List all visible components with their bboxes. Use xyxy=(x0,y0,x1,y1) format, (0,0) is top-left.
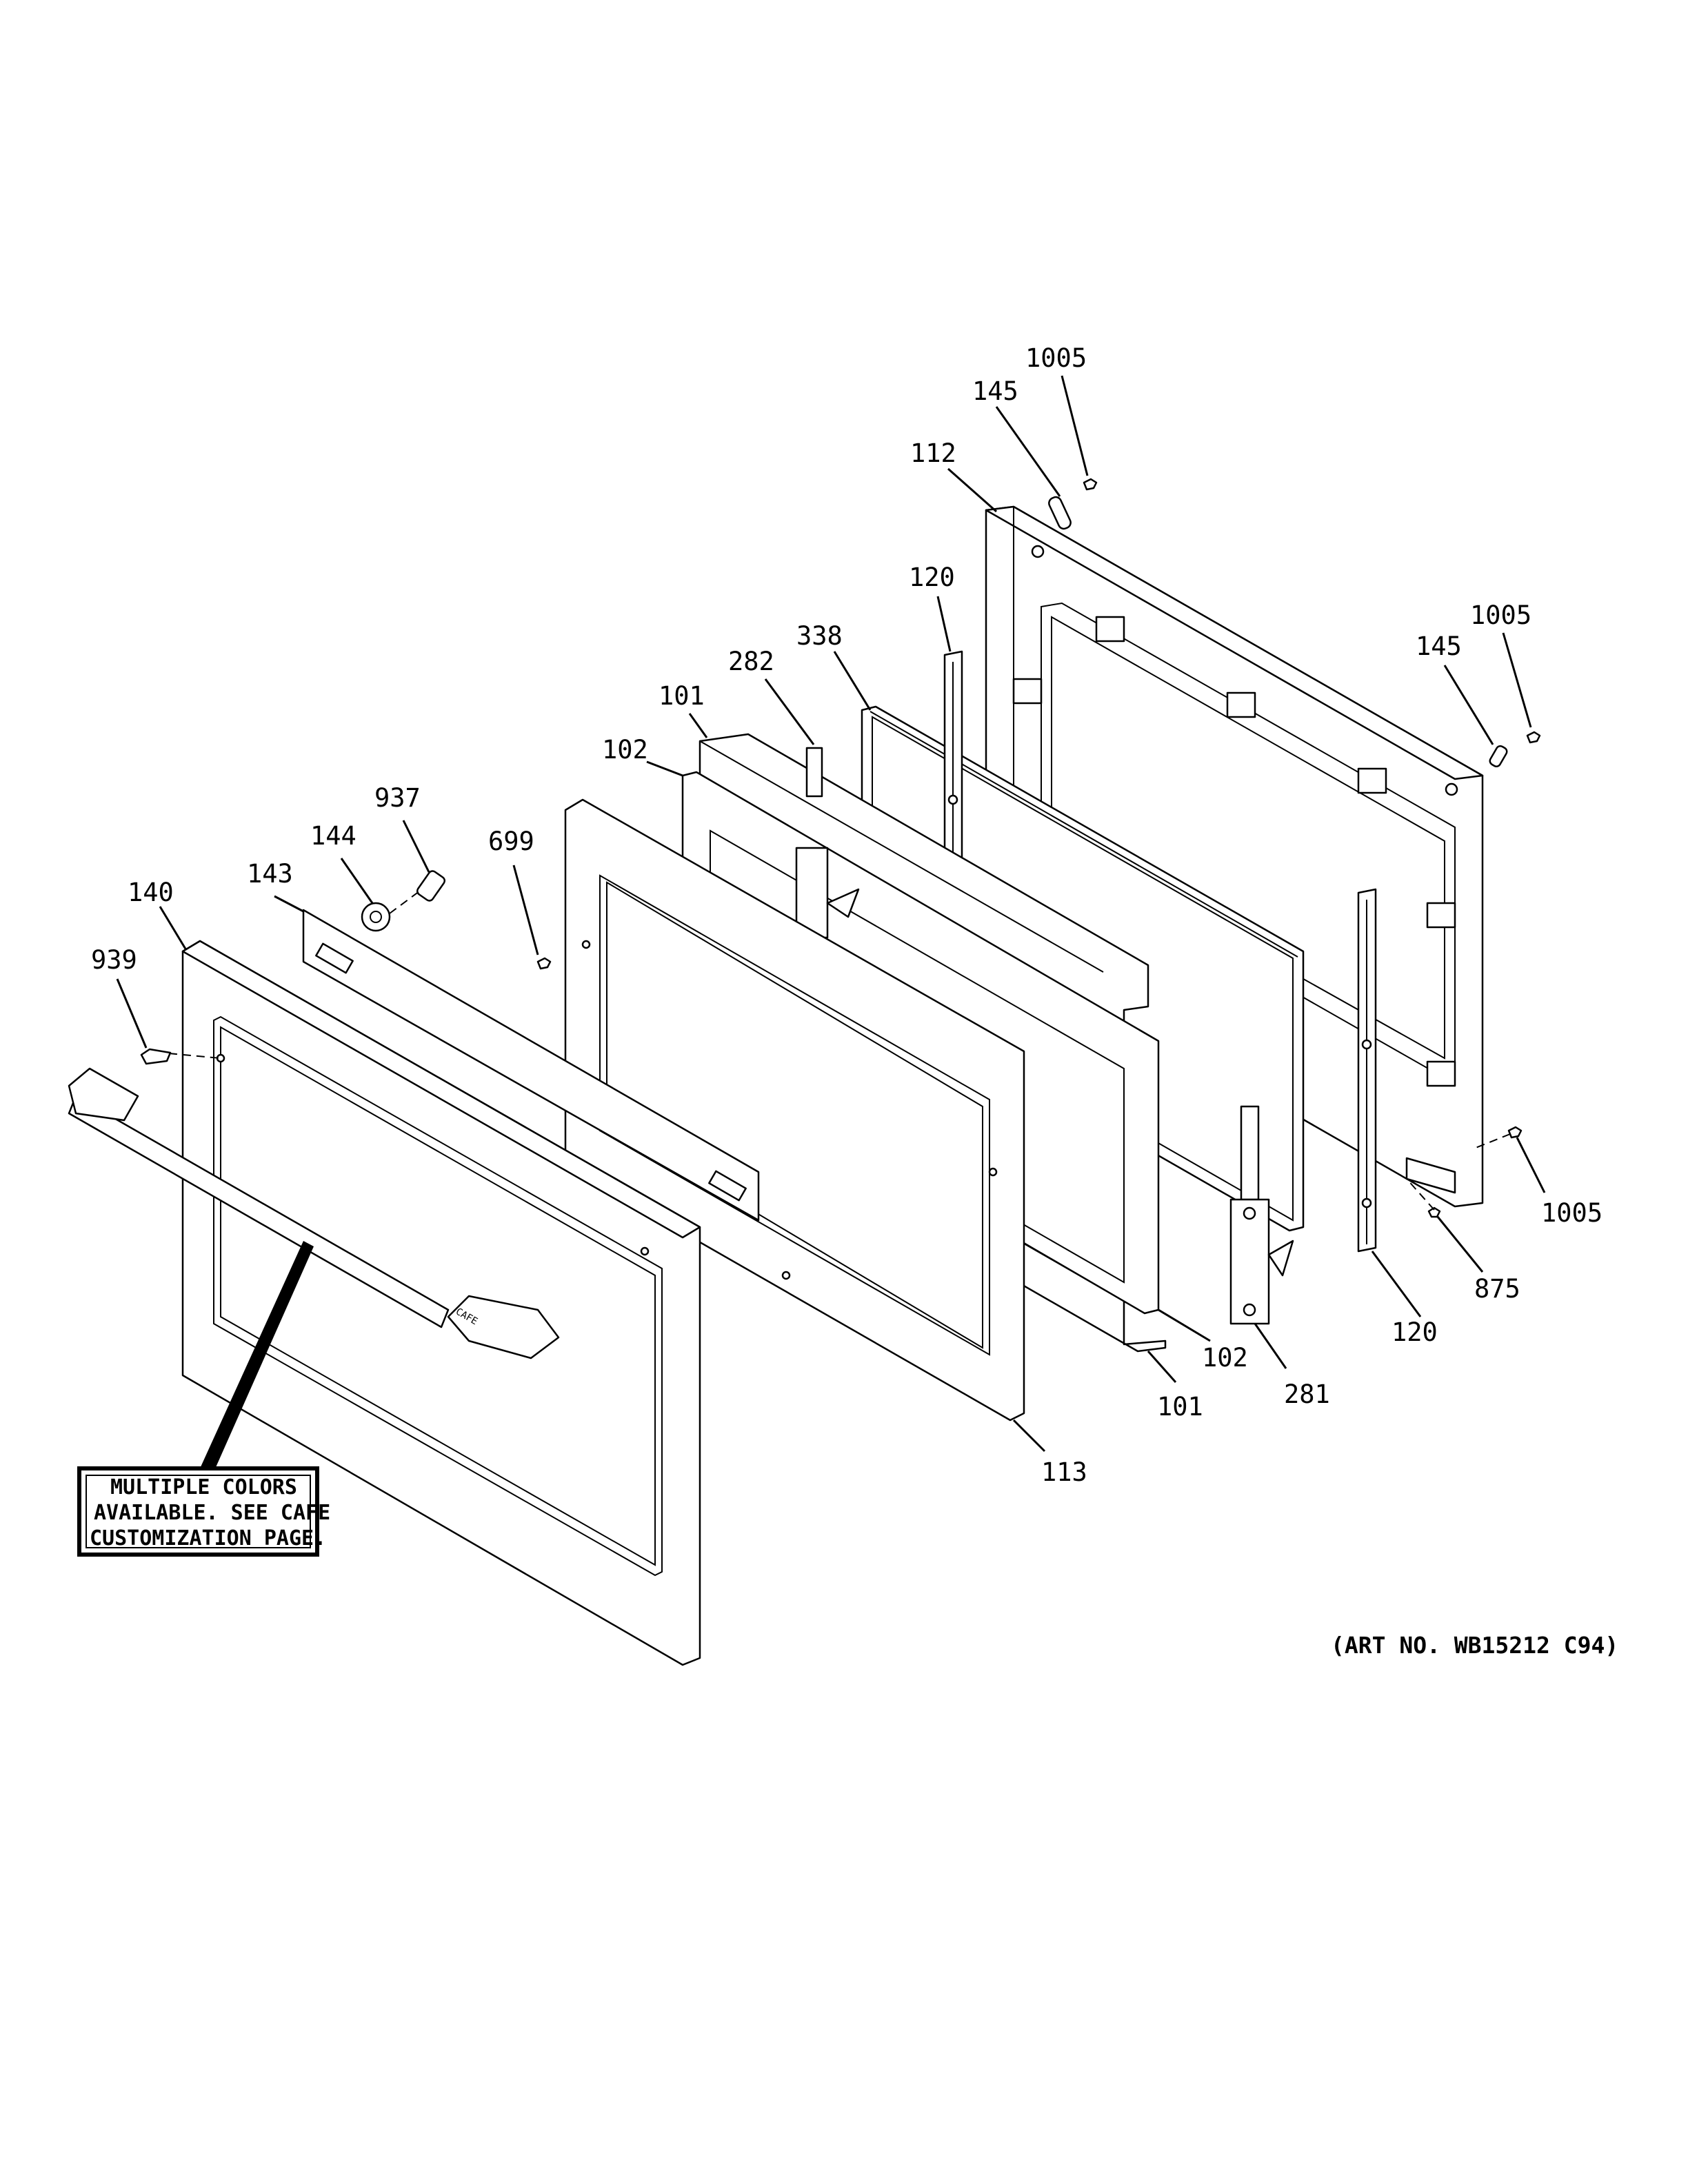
callout-labels: 1005 145 112 120 338 282 101 102 1005 14… xyxy=(91,343,1602,1487)
callout-281: 281 xyxy=(1284,1379,1330,1409)
callout-699: 699 xyxy=(488,827,534,856)
callout-102-bottom: 102 xyxy=(1202,1343,1248,1373)
note-line-1: MULTIPLE COLORS xyxy=(110,1475,297,1499)
callout-143: 143 xyxy=(247,859,293,889)
note-line-3: CUSTOMIZATION PAGE. xyxy=(90,1526,326,1550)
color-options-note: MULTIPLE COLORS AVAILABLE. SEE CAFE CUST… xyxy=(77,1466,330,1557)
part-140-outer-door xyxy=(181,940,701,1666)
callout-112: 112 xyxy=(910,438,956,468)
part-282-hinge xyxy=(795,747,860,939)
art-number: (ART NO. WB15212 C94) xyxy=(1331,1632,1618,1659)
callout-120-bottom: 120 xyxy=(1391,1317,1438,1347)
part-699-screw xyxy=(536,957,552,970)
callout-140: 140 xyxy=(128,878,174,907)
callout-939: 939 xyxy=(91,945,137,975)
part-281-hinge xyxy=(1229,1105,1294,1325)
callout-102-top: 102 xyxy=(602,735,648,765)
callout-101-bottom: 101 xyxy=(1157,1392,1203,1422)
part-145-clip-top xyxy=(1048,496,1072,530)
part-145-clip-right xyxy=(1489,745,1508,768)
part-144-wheel xyxy=(361,902,391,932)
part-120-right-channel xyxy=(1357,888,1377,1253)
leader-lines xyxy=(116,375,1546,1472)
callout-338: 338 xyxy=(796,621,843,651)
note-line-2: AVAILABLE. SEE CAFE xyxy=(94,1501,330,1525)
callout-113: 113 xyxy=(1041,1457,1087,1487)
part-143-bracket xyxy=(302,909,760,1222)
part-1005-screw-mid xyxy=(1526,731,1541,744)
part-939-screw xyxy=(140,1048,172,1065)
callout-1005-bottom: 1005 xyxy=(1541,1198,1602,1228)
callout-875: 875 xyxy=(1474,1274,1520,1304)
callout-101-top: 101 xyxy=(659,681,705,711)
door-handle: CAFE xyxy=(68,1067,560,1359)
callout-145-top: 145 xyxy=(972,376,1018,406)
part-937-spacer xyxy=(416,870,446,902)
callout-1005-right: 1005 xyxy=(1470,600,1531,630)
callout-1005-top: 1005 xyxy=(1025,343,1087,373)
callout-145-right: 145 xyxy=(1416,631,1462,661)
callout-282: 282 xyxy=(728,647,774,676)
part-1005-screw-top xyxy=(1083,478,1098,491)
callout-120-top: 120 xyxy=(909,563,955,592)
small-parts xyxy=(140,478,1541,1218)
part-1005-screw-low xyxy=(1507,1126,1523,1139)
callout-144: 144 xyxy=(310,821,356,851)
callout-937: 937 xyxy=(374,783,421,813)
